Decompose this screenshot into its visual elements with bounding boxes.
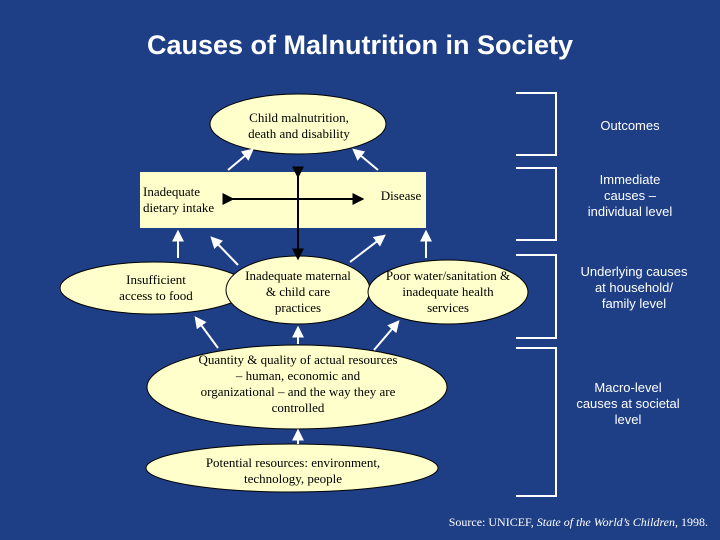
care-practices-text: Inadequate maternal & child care practic… (245, 268, 351, 315)
level-macro: Macro-level causes at societal level (576, 380, 680, 427)
slide-title: Causes of Malnutrition in Society (146, 30, 574, 60)
level-immediate: Immediate causes – individual level (587, 172, 673, 219)
disease-text: Disease (380, 188, 422, 203)
bracket-outcomes (516, 92, 557, 156)
potential-resources-text: Potential resources: environment, techno… (205, 455, 381, 486)
source-prefix: Source: UNICEF, (448, 515, 537, 529)
food-access-text: Insufficient access to food (119, 272, 193, 303)
outcome-text: Child malnutrition, death and disability (248, 110, 350, 141)
arrow-care-to-disease (349, 234, 386, 263)
potential-resources-node (145, 443, 439, 493)
level-outcomes: Outcomes (600, 118, 660, 133)
dietary-intake-text: Inadequate dietary intake (143, 184, 215, 215)
level-underlying: Underlying causes at household/ family l… (580, 264, 688, 311)
arrow-care-to-diet (210, 236, 239, 266)
water-sanitation-node (367, 259, 529, 325)
bracket-underlying (516, 254, 557, 339)
arrow-diet-to-outcome (227, 148, 254, 171)
outcome-node (209, 93, 387, 155)
source-citation: Source: UNICEF, State of the World’s Chi… (449, 515, 708, 530)
water-sanitation-text: Poor water/sanitation & inadequate healt… (385, 268, 511, 315)
bracket-immediate (516, 167, 557, 241)
source-suffix: , 1998. (675, 515, 708, 529)
arrow-disease-to-outcome (352, 148, 379, 171)
arrow-resources-to-food (194, 316, 219, 349)
bracket-macro (516, 347, 557, 497)
source-publication: State of the World’s Children (536, 515, 675, 529)
arrow-resources-to-water (373, 320, 400, 351)
actual-resources-text: Quantity & quality of actual resources –… (198, 352, 398, 415)
